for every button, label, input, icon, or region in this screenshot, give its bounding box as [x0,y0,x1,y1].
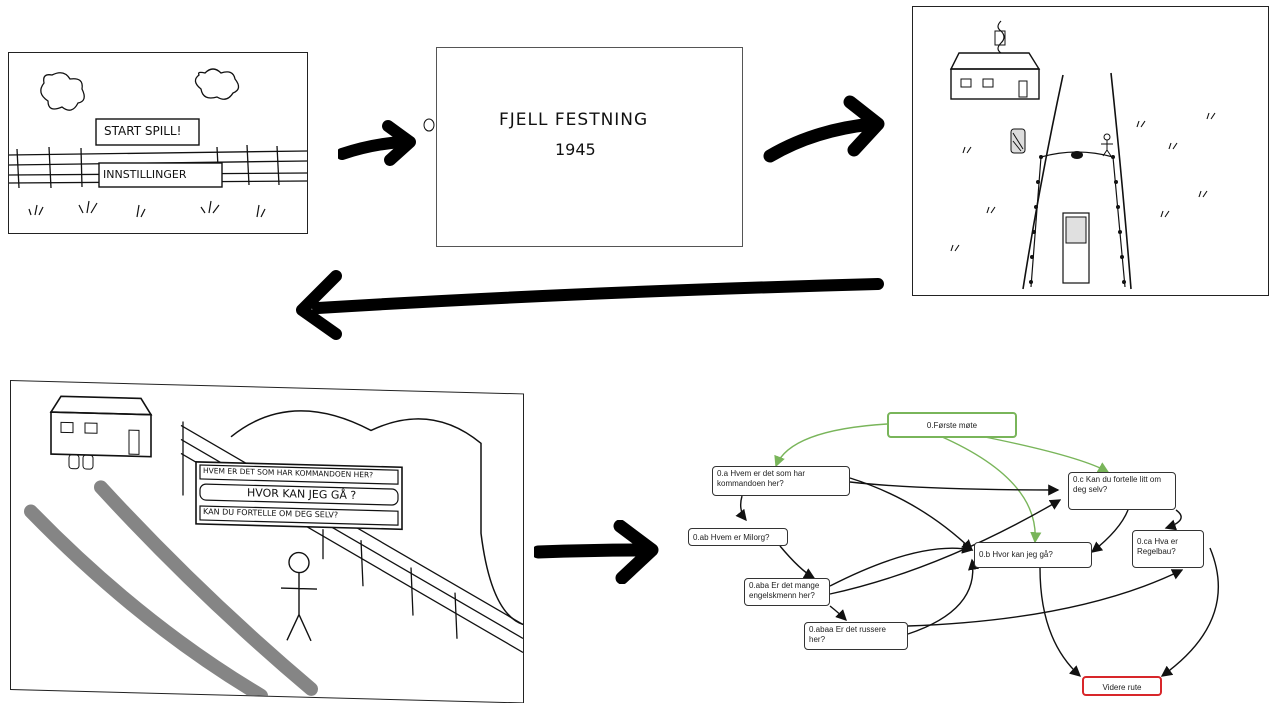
sketch-dialogue-scene: HVEM ER DET SOM HAR KOMMANDOEN HER? HVOR… [10,380,524,703]
dialogue-flowchart: 0.Første møte 0.a Hvem er det som har ko… [680,400,1274,697]
arrow-1-icon [338,120,416,166]
sketch-start-menu: START SPILL! INNSTILLINGER [8,52,308,234]
flow-node-ca[interactable]: 0.ca Hva er Regelbau? [1132,530,1204,568]
connector-dot-icon [423,118,435,132]
title-line-1: FJELL FESTNING [499,110,649,130]
flow-node-c[interactable]: 0.c Kan du fortelle litt om deg selv? [1068,472,1176,510]
flow-node-aba[interactable]: 0.aba Er det mange engelskmenn her? [744,578,830,606]
sketch-map-view [912,6,1269,296]
settings-button[interactable]: INNSTILLINGER [103,168,187,181]
flow-node-b[interactable]: 0.b Hvor kan jeg gå? [974,542,1092,568]
start-game-button[interactable]: START SPILL! [104,124,182,138]
flow-node-end[interactable]: Videre rute [1082,676,1162,696]
flow-node-a[interactable]: 0.a Hvem er det som har kommandoen her? [712,466,850,496]
arrow-2-icon [763,95,885,163]
arrow-4-icon [534,520,659,584]
sketch-title-card: FJELL FESTNING 1945 [436,47,743,247]
flow-node-abaa[interactable]: 0.abaa Er det russere her? [804,622,908,650]
flow-node-ab[interactable]: 0.ab Hvem er Milorg? [688,528,788,546]
title-line-2: 1945 [555,140,596,159]
flow-node-start[interactable]: 0.Første møte [887,412,1017,438]
return-arrow-icon [296,270,884,340]
